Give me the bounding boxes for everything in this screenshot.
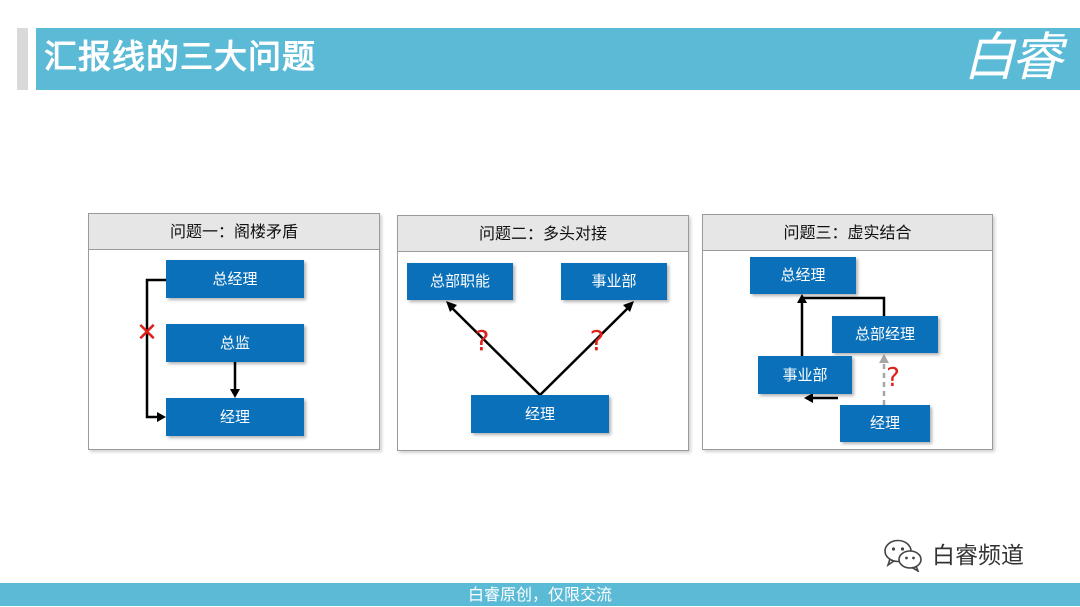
panel-title: 问题二：多头对接 [398, 216, 688, 252]
box-director: 总监 [166, 324, 304, 362]
bypass-line [145, 278, 166, 419]
question-mark: ? [589, 324, 605, 357]
box-business-unit: 事业部 [561, 263, 667, 300]
cross-mark: ✕ [136, 318, 158, 348]
header-band [36, 28, 1080, 90]
arrowhead [879, 354, 889, 363]
footer-text: 白睿原创，仅限交流 [467, 585, 612, 604]
brand-logo: 白睿 [963, 28, 1063, 88]
arrow-line [449, 305, 541, 396]
page-title: 汇报线的三大问题 [44, 37, 316, 76]
solid-connector [800, 296, 886, 356]
box-business-unit: 事业部 [758, 356, 852, 394]
footer-band [0, 583, 1080, 606]
panel-title: 问题一：阁楼矛盾 [89, 214, 379, 250]
question-mark: ? [474, 324, 490, 357]
wechat-icon [884, 539, 922, 572]
header-left-accent [17, 28, 28, 90]
box-hq-manager: 总部经理 [832, 316, 938, 353]
box-manager: 经理 [166, 398, 304, 436]
arrowhead [804, 393, 813, 403]
box-general-manager: 总经理 [166, 260, 304, 298]
arrowhead [797, 294, 807, 303]
panel-title: 问题三：虚实结合 [703, 215, 992, 251]
question-mark: ? [886, 363, 900, 393]
arrowhead [446, 301, 457, 312]
watermark-label: 白睿频道 [932, 543, 1024, 569]
arrowhead [623, 301, 634, 312]
box-hq-function: 总部职能 [407, 263, 513, 300]
box-general-manager: 总经理 [750, 257, 856, 294]
box-manager: 经理 [471, 395, 609, 433]
box-manager: 经理 [840, 405, 930, 442]
arrowhead [157, 412, 166, 422]
arrow-line [539, 305, 631, 396]
arrowhead [230, 389, 240, 398]
